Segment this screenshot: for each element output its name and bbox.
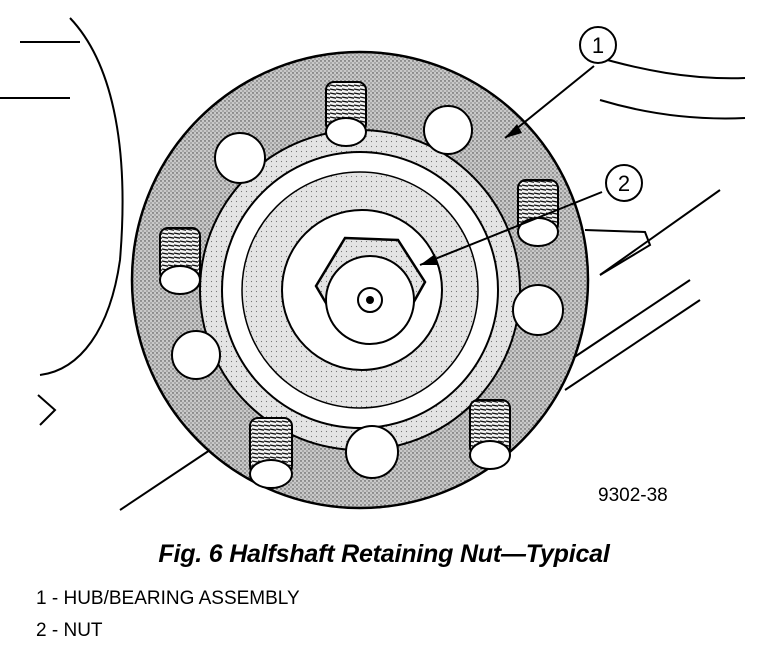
legend-separator: -	[46, 588, 64, 609]
callout-1: 1	[504, 26, 617, 139]
callout-2-number: 2	[618, 171, 630, 196]
lug-hole	[171, 330, 221, 380]
callout-2: 2	[419, 164, 643, 266]
lug-hole	[345, 425, 399, 479]
wheel-stud	[249, 417, 293, 489]
wheel-stud	[517, 179, 559, 247]
lug-holes	[171, 105, 564, 479]
wheel-studs	[159, 81, 559, 489]
wheel-stud	[325, 81, 367, 147]
lug-hole	[214, 132, 266, 184]
wheel-stud	[159, 227, 201, 295]
legend-item-hub-bearing: 1 - HUB/BEARING ASSEMBLY	[36, 588, 300, 610]
background-linework	[0, 17, 746, 511]
legend-number: 2	[36, 620, 47, 641]
lug-hole	[512, 284, 564, 336]
retaining-nut	[314, 236, 427, 345]
legend-separator: -	[46, 620, 64, 641]
wheel-stud	[469, 399, 511, 470]
figure-id-label: 9302-38	[598, 485, 668, 506]
hub-nut-illustration: 1 2	[0, 17, 746, 511]
legend-label: NUT	[63, 620, 103, 641]
figure-caption: Fig. 6 Halfshaft Retaining Nut—Typical	[158, 540, 610, 568]
callout-1-number: 1	[592, 33, 604, 58]
legend-item-nut: 2 - NUT	[36, 620, 103, 642]
legend-number: 1	[36, 588, 47, 609]
lug-hole	[423, 105, 473, 155]
legend-label: HUB/BEARING ASSEMBLY	[63, 588, 300, 609]
